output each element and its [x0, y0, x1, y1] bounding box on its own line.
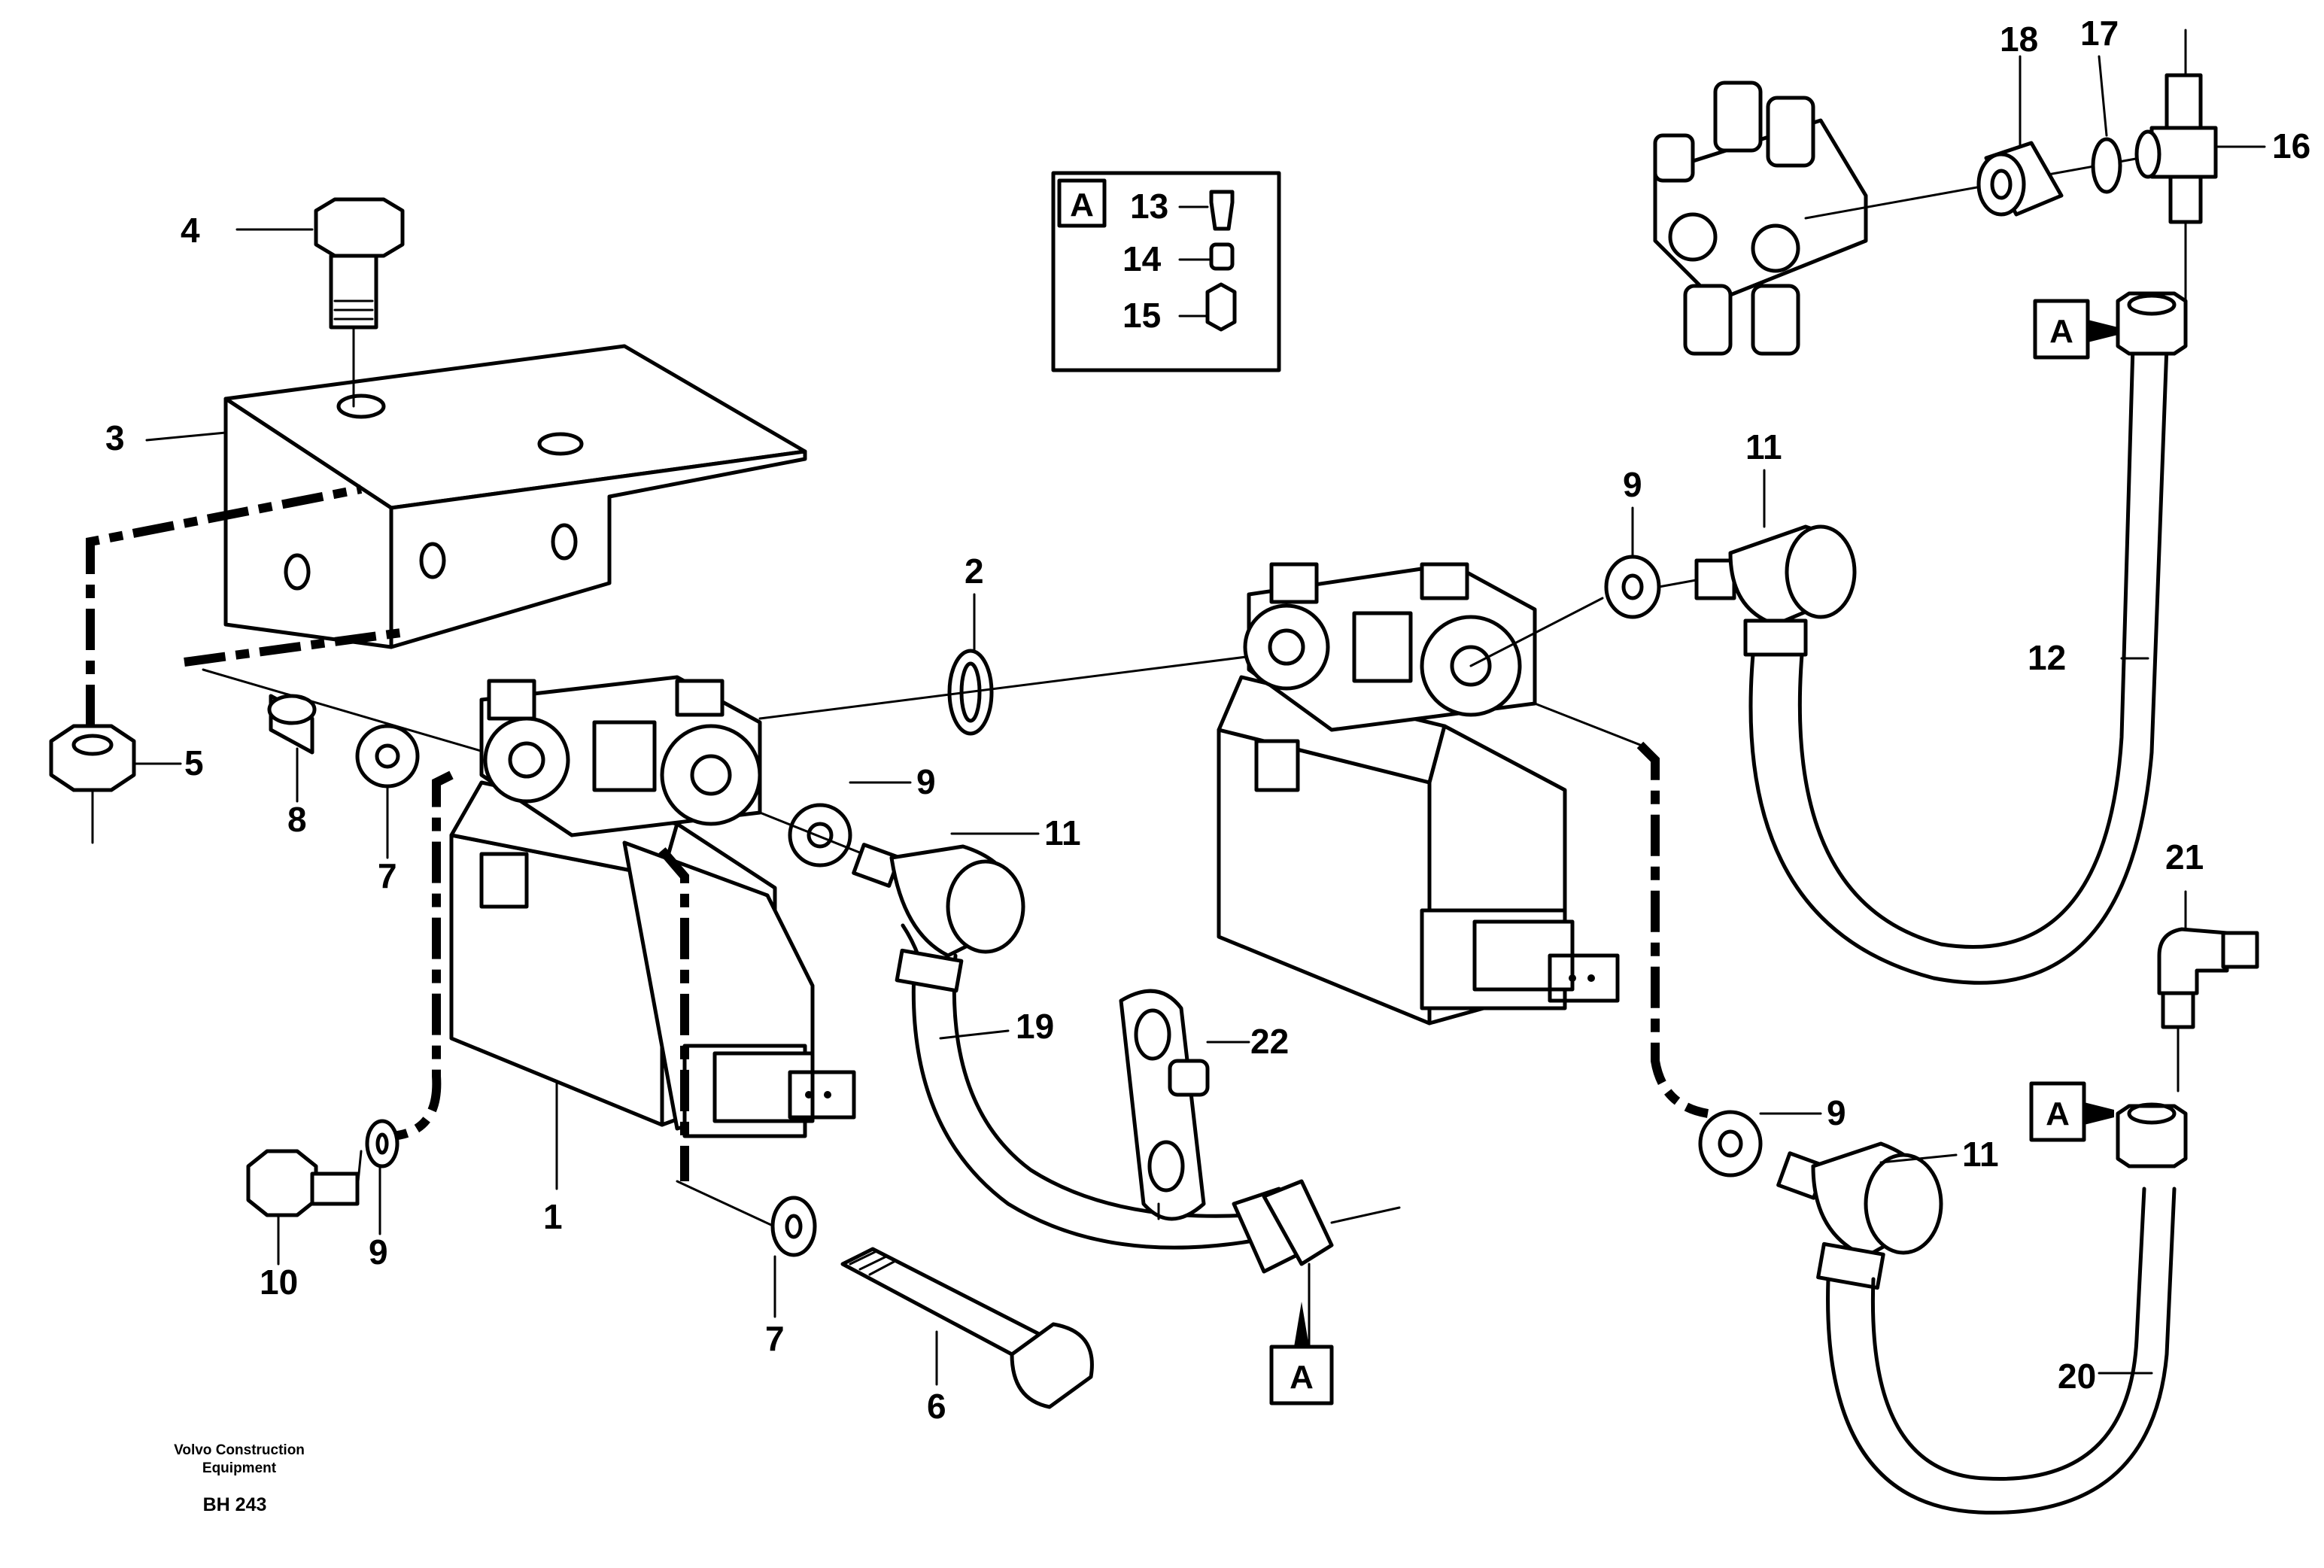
- hose-12: [1748, 344, 2169, 985]
- callout-20: 20: [2058, 1357, 2096, 1396]
- callout-7-upper: 7: [378, 856, 397, 895]
- valve-unit-right: [1217, 562, 1620, 1026]
- footer-company-line2: Equipment: [202, 1460, 277, 1476]
- callout-3: 3: [105, 418, 125, 457]
- callout-15: 15: [1123, 296, 1161, 335]
- callout-13: 13: [1130, 187, 1168, 226]
- banjo-left: [758, 803, 1025, 980]
- marker-a-bottom: A: [1290, 1359, 1314, 1396]
- callout-22: 22: [1250, 1022, 1289, 1061]
- nut-5: [49, 485, 363, 844]
- harness-left: [390, 770, 454, 1141]
- banjo-right-upper: [1604, 524, 1857, 657]
- banjo-right-lower: [1698, 1110, 1943, 1290]
- elbow-21: [2157, 927, 2259, 1029]
- hose-20: [1826, 1187, 2177, 1515]
- detail-box-a-label: A: [1070, 187, 1094, 223]
- callout-7-lower: 7: [765, 1319, 785, 1358]
- callout-5: 5: [184, 743, 204, 782]
- plug-10: [246, 1119, 399, 1217]
- clamp-22: [1119, 989, 1210, 1221]
- marker-a-top: A: [2049, 313, 2073, 350]
- nipple-18: [1976, 141, 2064, 217]
- leader-lines: [134, 29, 2187, 1386]
- detail-box-a: A: [1051, 171, 1281, 372]
- marker-a-lower: A: [2046, 1095, 2070, 1132]
- callout-2: 2: [965, 552, 984, 591]
- footer: Volvo Construction Equipment BH 243: [174, 1442, 305, 1515]
- o-ring-17: [2091, 137, 2122, 194]
- spacer-8: [184, 628, 513, 789]
- callout-18: 18: [2000, 20, 2038, 59]
- nut-hose-19: [1232, 1179, 1401, 1348]
- callout-11-right-upper: 11: [1745, 427, 1782, 466]
- bolt-4: [314, 197, 405, 408]
- bolt-6: [770, 1196, 1094, 1409]
- callout-labels: 1 2 3 4 5 6 7 7 8 9 9 9 9 10 11 11 11 12…: [105, 14, 2310, 1426]
- callout-1: 1: [543, 1197, 563, 1236]
- fitting-a-top: [2116, 291, 2188, 356]
- callout-9-right-lower: 9: [1827, 1093, 1846, 1132]
- footer-code: BH 243: [203, 1494, 267, 1515]
- tee-16: [2134, 73, 2266, 224]
- fitting-a-lower: [2116, 1102, 2188, 1168]
- footer-company-line1: Volvo Construction: [174, 1442, 305, 1458]
- callout-6: 6: [927, 1387, 946, 1426]
- callout-11-right-lower: 11: [1962, 1135, 1999, 1174]
- marker-a-lower-box: [2029, 1081, 2086, 1142]
- callout-14: 14: [1123, 239, 1162, 278]
- callout-10: 10: [260, 1263, 298, 1302]
- callout-8: 8: [287, 800, 307, 839]
- marker-a-bottom-box: [1269, 1345, 1334, 1405]
- callout-9-left: 9: [916, 762, 936, 801]
- callout-11-left: 11: [1044, 813, 1081, 852]
- bracket: [223, 344, 807, 649]
- hose-19: [911, 968, 1251, 1250]
- harness-right: [1636, 741, 1709, 1118]
- callout-9-plug: 9: [369, 1232, 388, 1272]
- valve-unit-left: [449, 675, 856, 1138]
- callout-12: 12: [2028, 638, 2066, 677]
- protection-valve: [1653, 81, 1868, 356]
- callout-9-right-upper: 9: [1623, 465, 1642, 504]
- callout-21: 21: [2165, 837, 2204, 877]
- callout-17: 17: [2080, 14, 2119, 53]
- callout-16: 16: [2272, 126, 2310, 166]
- callout-4: 4: [181, 211, 200, 250]
- callout-19: 19: [1016, 1007, 1054, 1046]
